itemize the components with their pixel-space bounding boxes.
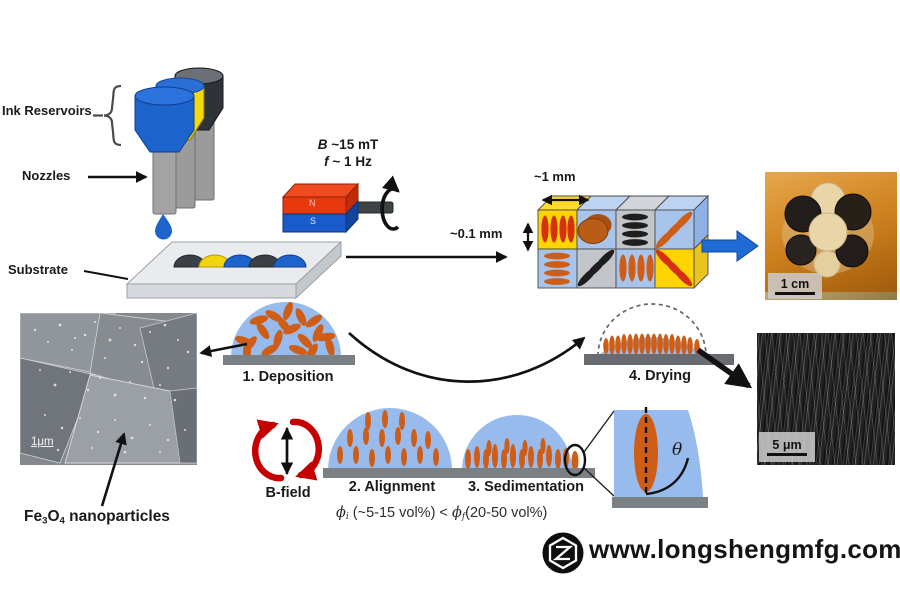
step1-label: 1. Deposition <box>242 369 334 385</box>
magnet-shaft <box>340 201 394 214</box>
company-logo-icon <box>542 532 584 574</box>
printed-ink-dots <box>173 254 307 268</box>
phi-final-symbol: ϕ <box>451 505 462 521</box>
magnet-north-label: N <box>309 198 316 208</box>
photo-scale-bar <box>775 291 815 296</box>
sem-right-scale-label: 5 μm <box>772 438 802 452</box>
magnet-field-label: B ~15 mT <box>317 137 379 152</box>
ink-droplet <box>155 214 172 240</box>
magnet-frequency-label: f ~ 1 Hz <box>324 154 372 169</box>
sem-left-image <box>19 312 198 465</box>
composite-block <box>536 194 710 290</box>
rotation-arrow <box>380 175 400 231</box>
photo-table-edge <box>765 292 897 300</box>
magnet-south-label: S <box>310 216 317 226</box>
drying-step <box>584 303 734 365</box>
sem-left-flakes <box>19 312 198 465</box>
step4-label: 4. Drying <box>628 368 692 384</box>
website-text: www.longshengmfg.com <box>589 534 900 564</box>
scale-1mm-label: ~1 mm <box>534 169 576 184</box>
output-arrow <box>701 230 759 262</box>
nozzles-label: Nozzles <box>22 168 71 183</box>
substrate-slab <box>125 240 343 300</box>
substrate-leader-line <box>83 270 129 280</box>
ink-reservoirs-group <box>134 67 224 215</box>
step2-label: 2. Alignment <box>348 479 436 495</box>
printed-sample <box>782 182 874 278</box>
composite-block-particles <box>541 211 693 287</box>
sem-right-scale-bar <box>767 453 807 456</box>
photo-scale-label: 1 cm <box>780 276 810 291</box>
freq-symbol: f <box>324 154 329 169</box>
sedimentation-step <box>455 415 595 478</box>
fe3o4-caption: Fe3O4 nanoparticles <box>24 508 170 527</box>
ink-reservoirs-label: Ink Reservoirs <box>2 103 92 118</box>
theta-label: θ <box>672 440 683 460</box>
step3-label: 3. Sedimentation <box>467 479 585 495</box>
magnify-circle <box>563 443 587 477</box>
scale-01mm-label: ~0.1 mm <box>450 226 503 241</box>
deposition-step <box>223 301 355 365</box>
sample-photo: 1 cm <box>765 172 897 300</box>
field-symbol: B <box>317 137 328 152</box>
reservoirs-brace <box>93 84 122 147</box>
bfield-label: B-field <box>265 485 311 501</box>
phi-initial-symbol: ϕ <box>336 505 346 521</box>
alignment-step <box>323 408 457 478</box>
drying-dashed-outline <box>597 303 707 357</box>
bfield-icon <box>252 418 322 482</box>
sem-left-scale-label: 1μm <box>31 436 54 448</box>
volume-fraction-text: ϕi (~5-15 vol%) < ϕf(20-50 vol%) <box>336 505 548 523</box>
theta-inset <box>612 407 708 508</box>
swoosh-arrow <box>348 332 586 383</box>
substrate-label: Substrate <box>8 262 68 277</box>
magnet <box>281 182 394 234</box>
sem-right-scale-box: 5 μm <box>759 432 815 462</box>
deposition-to-sem-arrow <box>199 342 248 357</box>
photo-scale-box: 1 cm <box>768 273 822 299</box>
